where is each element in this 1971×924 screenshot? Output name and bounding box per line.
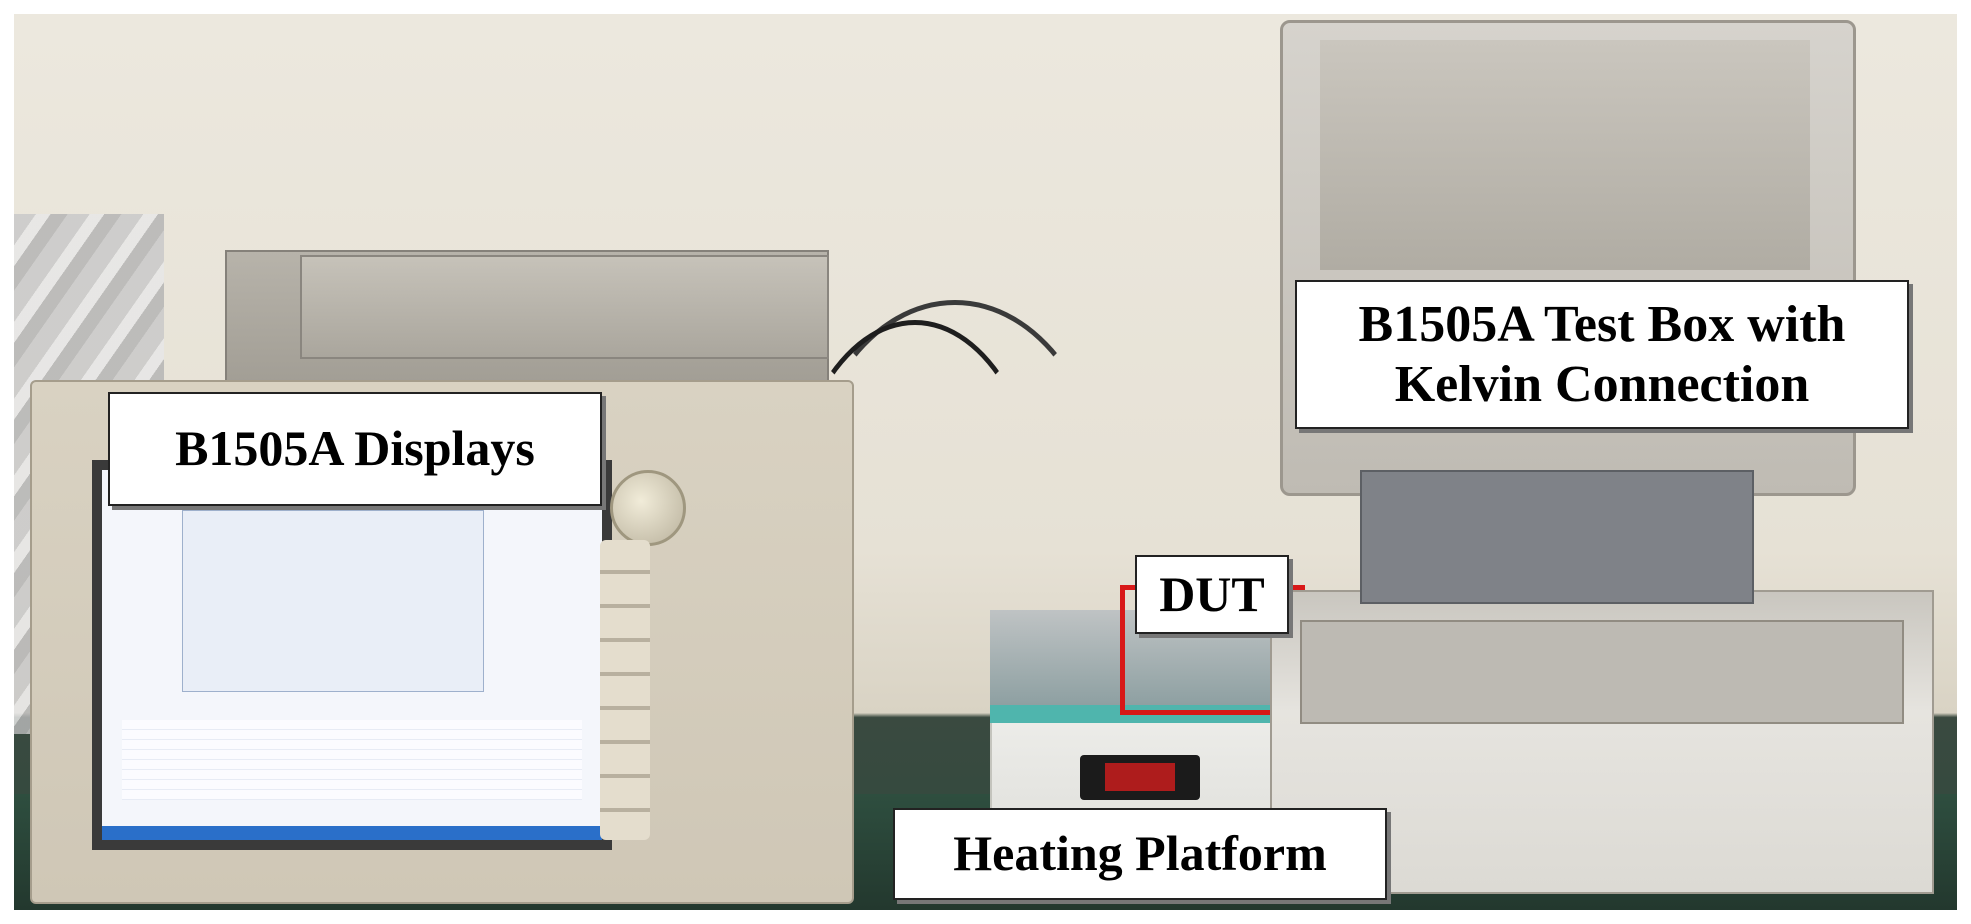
test-box-lid-inner (1320, 40, 1810, 270)
label-b1505a-displays-text: B1505A Displays (175, 420, 535, 477)
test-box-connector-panel (1360, 470, 1754, 604)
label-dut: DUT (1135, 555, 1289, 634)
label-b1505a-displays: B1505A Displays (108, 392, 602, 506)
label-heating-platform: Heating Platform (893, 808, 1387, 900)
b1505a-screen (92, 460, 612, 850)
screen-test-parameters-panel (182, 510, 484, 692)
test-box-deck (1300, 620, 1904, 724)
screen-data-table (122, 720, 582, 800)
b1505a-top-enclosure (300, 255, 829, 359)
label-dut-text: DUT (1159, 565, 1265, 622)
label-test-box-line2: Kelvin Connection (1394, 355, 1810, 413)
cable (800, 300, 1110, 730)
label-test-box-text: B1505A Test Box with Kelvin Connection (1359, 295, 1846, 415)
cable (780, 320, 1050, 790)
heater-digits (1105, 763, 1175, 791)
b1505a-softkeys (600, 540, 650, 840)
screen-taskbar (102, 826, 602, 840)
b1505a-knob (610, 470, 686, 546)
label-test-box: B1505A Test Box with Kelvin Connection (1295, 280, 1909, 429)
label-test-box-line1: B1505A Test Box with (1358, 295, 1846, 353)
label-heating-platform-text: Heating Platform (953, 825, 1327, 882)
